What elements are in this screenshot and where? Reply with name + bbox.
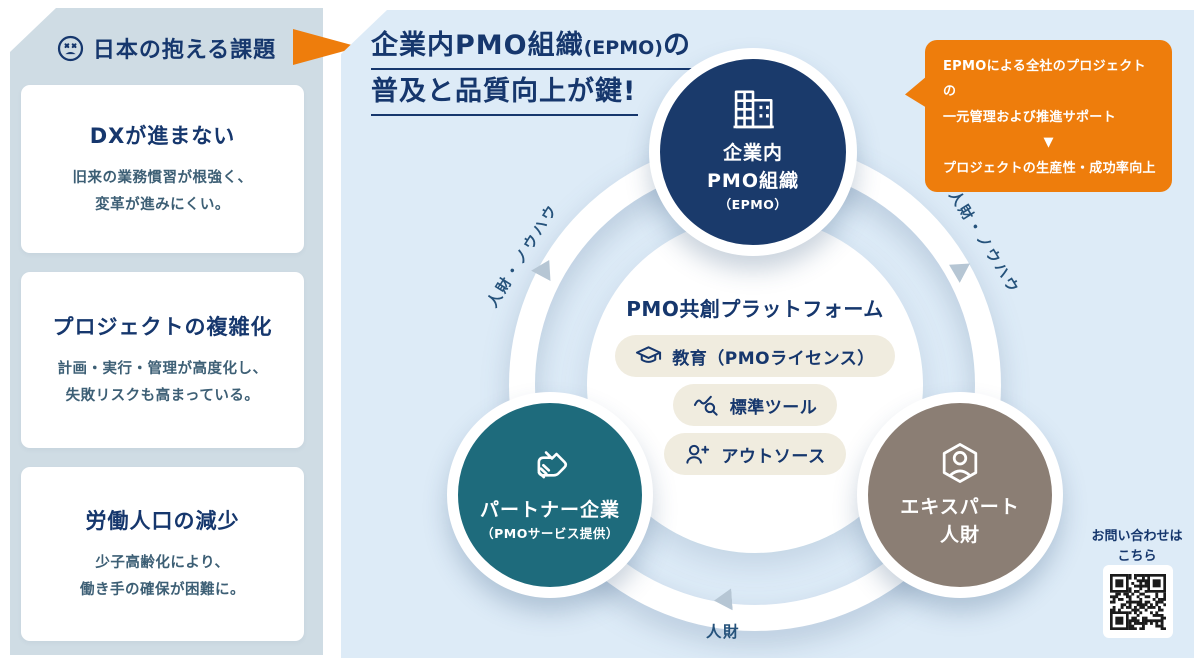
node-epmo: 企業内 PMO組織 （EPMO） bbox=[649, 48, 857, 256]
graduation-cap-icon bbox=[635, 344, 662, 368]
building-icon bbox=[727, 89, 779, 140]
callout-tail-icon bbox=[905, 76, 927, 108]
epmo-benefit-callout: EPMOによる全社のプロジェクトの 一元管理および推進サポート ▼ プロジェクト… bbox=[905, 40, 1172, 193]
chart-search-icon bbox=[693, 393, 720, 417]
challenge-card-workforce: 労働人口の減少 少子高齢化により、 働き手の確保が困難に。 bbox=[21, 467, 304, 641]
node-partner: パートナー企業 （PMOサービス提供） bbox=[447, 392, 653, 598]
down-arrow-icon: ▼ bbox=[1043, 135, 1054, 151]
challenges-sidebar: 日本の抱える課題 DXが進まない 旧来の業務慣習が根強く、 変革が進みにくい。 … bbox=[10, 8, 323, 655]
platform-item-education: 教育（PMOライセンス） bbox=[615, 335, 895, 377]
page-title: 企業内PMO組織(EPMO)の 普及と品質向上が鍵! bbox=[371, 32, 693, 124]
platform-circle: PMO共創プラットフォーム 教育（PMOライセンス） 標準ツール bbox=[587, 217, 923, 553]
qr-card[interactable] bbox=[1103, 565, 1173, 638]
person-add-icon bbox=[684, 442, 711, 466]
card-heading: プロジェクトの複雑化 bbox=[52, 314, 273, 339]
callout-text: EPMOによる全社のプロジェクトの 一元管理および推進サポート bbox=[943, 59, 1146, 125]
card-body: 計画・実行・管理が高度化し、 失敗リスクも高まっている。 bbox=[57, 360, 268, 404]
handshake-icon bbox=[527, 446, 573, 497]
platform-item-label: 教育（PMOライセンス） bbox=[672, 348, 875, 369]
platform-item-outsource: アウトソース bbox=[664, 433, 846, 475]
solution-panel: 企業内PMO組織(EPMO)の 普及と品質向上が鍵! 人財・ノウハウ 人財・ノウ… bbox=[341, 10, 1194, 658]
card-body: 少子高齢化により、 働き手の確保が困難に。 bbox=[80, 554, 245, 598]
card-body: 旧来の業務慣習が根強く、 変革が進みにくい。 bbox=[72, 169, 253, 213]
hexagon-person-icon bbox=[937, 441, 983, 494]
card-heading: 労働人口の減少 bbox=[85, 508, 240, 533]
sad-face-icon bbox=[57, 35, 84, 62]
qr-code-icon bbox=[1110, 573, 1167, 630]
platform-item-label: アウトソース bbox=[721, 446, 826, 467]
sidebar-title: 日本の抱える課題 bbox=[10, 32, 323, 64]
flow-label-bottom: 人財 bbox=[705, 623, 741, 641]
sidebar-title-text: 日本の抱える課題 bbox=[92, 38, 277, 63]
node-expert: エキスパート 人財 bbox=[857, 392, 1063, 598]
platform-title: PMO共創プラットフォーム bbox=[626, 297, 884, 321]
callout-result: プロジェクトの生産性・成功率向上 bbox=[943, 161, 1156, 177]
challenge-card-dx: DXが進まない 旧来の業務慣習が根強く、 変革が進みにくい。 bbox=[21, 85, 304, 253]
contact-label[interactable]: お問い合わせは こちら bbox=[1091, 529, 1183, 565]
platform-item-label: 標準ツール bbox=[729, 397, 818, 418]
card-heading: DXが進まない bbox=[89, 123, 236, 148]
platform-item-tools: 標準ツール bbox=[672, 384, 838, 426]
challenge-card-complexity: プロジェクトの複雑化 計画・実行・管理が高度化し、 失敗リスクも高まっている。 bbox=[21, 272, 304, 448]
